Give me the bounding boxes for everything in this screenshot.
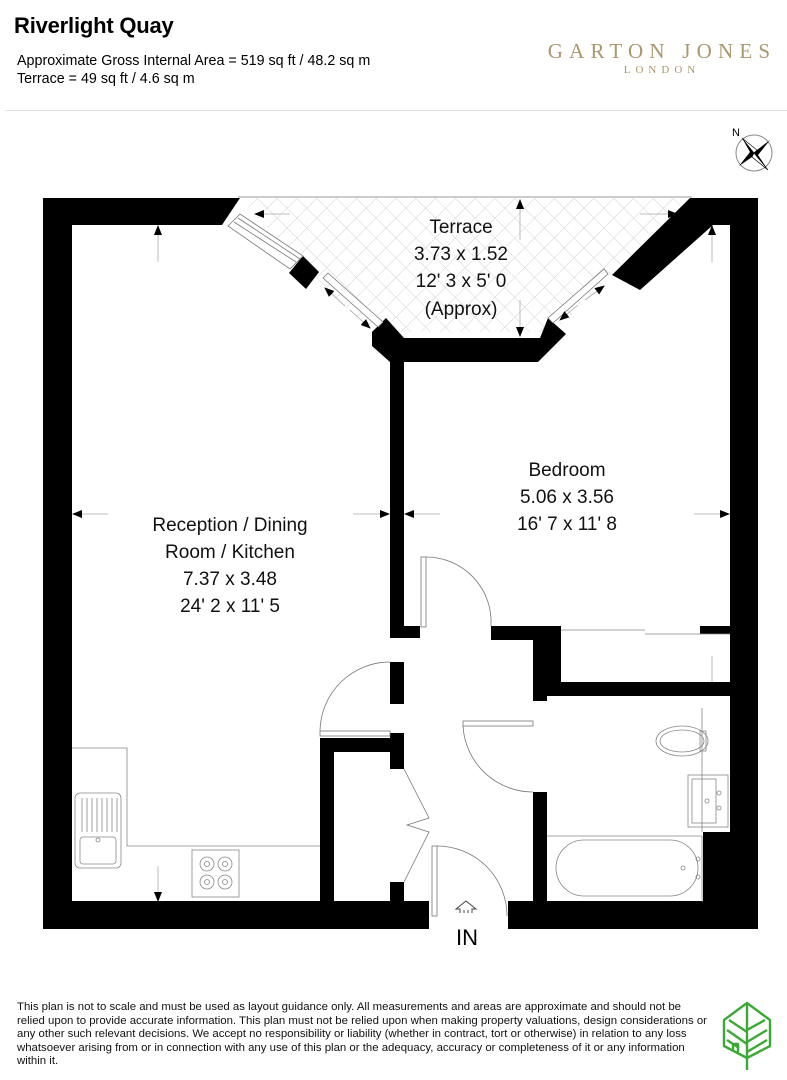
- bedroom-name: Bedroom: [528, 460, 605, 481]
- brand-city: LONDON: [623, 64, 701, 76]
- walls: [43, 198, 758, 929]
- reception-metric: 7.37 x 3.48: [183, 569, 277, 590]
- compass-rose-icon: N: [732, 127, 773, 172]
- kitchen-units: [72, 747, 320, 898]
- wardrobe: [561, 629, 730, 635]
- reception-imperial: 24' 2 x 11' 5: [180, 596, 280, 617]
- bedroom-imperial: 16' 7 x 11' 8: [517, 514, 617, 535]
- brand-logo: GARTON JONES LONDON: [546, 40, 778, 77]
- reception-name-line2: Room / Kitchen: [165, 542, 295, 563]
- terrace-note: (Approx): [425, 299, 498, 320]
- floor-plan: N: [43, 127, 773, 950]
- leaf-logo-icon: [722, 1001, 772, 1070]
- compass-north-label: N: [732, 127, 740, 139]
- basin-icon: [687, 774, 729, 828]
- header-divider: [5, 110, 787, 111]
- disclaimer-text: This plan is not to scale and must be us…: [17, 1001, 707, 1068]
- reception-label: Reception / Dining Room / Kitchen 7.37 x…: [152, 515, 307, 617]
- gross-internal-area: Approximate Gross Internal Area = 519 sq…: [17, 53, 371, 69]
- dimension-arrows: [72, 199, 730, 902]
- entrance-arrow-icon: [454, 900, 478, 913]
- entrance-label: IN: [456, 925, 478, 950]
- bath-icon: [555, 839, 701, 897]
- bedroom-metric: 5.06 x 3.56: [520, 487, 614, 508]
- bathroom-fixtures: [547, 708, 729, 902]
- bedroom-label: Bedroom 5.06 x 3.56 16' 7 x 11' 8: [517, 460, 617, 535]
- property-title: Riverlight Quay: [14, 13, 174, 38]
- reception-name-line1: Reception / Dining: [152, 515, 307, 536]
- brand-name: GARTON JONES: [547, 39, 777, 63]
- toilet-icon: [655, 725, 709, 757]
- terrace-name: Terrace: [429, 217, 492, 238]
- terrace-imperial: 12' 3 x 5' 0: [416, 271, 507, 292]
- windows: [227, 213, 609, 328]
- terrace-metric: 3.73 x 1.52: [414, 244, 508, 265]
- terrace-label: Terrace 3.73 x 1.52 12' 3 x 5' 0 (Approx…: [414, 217, 508, 320]
- hob-icon: [191, 849, 240, 898]
- doors: [319, 556, 534, 917]
- terrace-area: Terrace = 49 sq ft / 4.6 sq m: [17, 71, 195, 87]
- area-summary: Approximate Gross Internal Area = 519 sq…: [17, 52, 370, 88]
- sink-icon: [74, 792, 122, 869]
